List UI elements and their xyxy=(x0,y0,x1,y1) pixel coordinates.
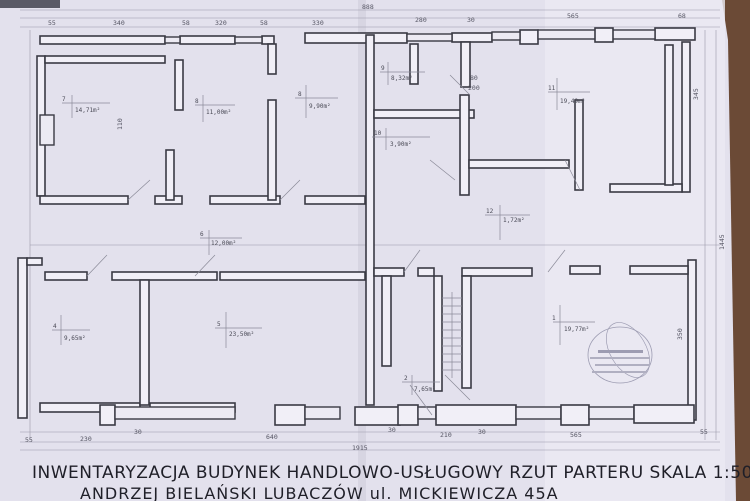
room-number: 1 xyxy=(552,315,556,322)
drawing-subtitle: ANDRZEJ BIELAŃSKI LUBACZÓW ul. MICKIEWIC… xyxy=(80,484,559,501)
dimension-label: 30 xyxy=(467,16,475,24)
dimension-label: 55 xyxy=(48,19,56,27)
dimension-lines xyxy=(20,9,720,451)
room-label: 9 8,32m² xyxy=(380,62,425,85)
room-label: 6 12,00m² xyxy=(200,230,242,255)
dimension-label: 230 xyxy=(80,435,92,443)
dimension-label: 640 xyxy=(266,433,278,441)
room-number: 8 xyxy=(195,98,199,105)
bottom-dimensions: 55 230 30 640 1915 30 210 30 565 55 xyxy=(25,426,708,452)
room-number: 12 xyxy=(486,208,494,215)
dimension-label: 200 xyxy=(468,84,480,92)
room-number: 11 xyxy=(548,85,556,92)
walls xyxy=(17,27,697,426)
dimension-label: 888 xyxy=(362,3,374,11)
dimension-label: 565 xyxy=(570,431,582,439)
room-area: 23,50m² xyxy=(229,331,254,338)
side-dimensions: 345 350 1445 110 80 200 xyxy=(116,74,726,340)
dimension-label: 1915 xyxy=(352,444,368,452)
room-number: 10 xyxy=(374,130,382,137)
paper-fold-panel xyxy=(545,0,725,501)
room-area: 9,90m² xyxy=(309,103,331,110)
room-number: 8 xyxy=(298,91,302,98)
top-dimensions: 55 340 58 320 58 330 888 280 30 565 68 xyxy=(48,3,686,27)
room-label: 7 14,71m² xyxy=(62,95,110,118)
room-number: 6 xyxy=(200,231,204,238)
dimension-label: 30 xyxy=(134,428,142,436)
room-area: 7,65m² xyxy=(414,386,436,393)
dimension-label: 30 xyxy=(388,426,396,434)
room-number: 5 xyxy=(217,321,221,328)
dimension-label: 345 xyxy=(692,88,700,100)
staircase xyxy=(442,292,462,378)
room-area: 1,72m² xyxy=(503,217,525,224)
room-labels: 7 14,71m² 8 11,00m² 8 9,90m² 9 8,32m² 10 3,90… xyxy=(52,62,595,395)
room-label: 5 23,50m² xyxy=(215,312,262,348)
dimension-label: 30 xyxy=(478,428,486,436)
dimension-label: 320 xyxy=(215,19,227,27)
room-label: 4 9,65m² xyxy=(52,315,90,345)
room-label: 12 1,72m² xyxy=(485,205,530,240)
room-number: 9 xyxy=(381,65,385,72)
dimension-label: 350 xyxy=(676,328,684,340)
dimension-label: 280 xyxy=(415,16,427,24)
room-label: 8 9,90m² xyxy=(295,85,338,118)
room-area: 11,00m² xyxy=(206,109,231,116)
room-area: 12,00m² xyxy=(211,240,236,247)
room-label: 10 3,90m² xyxy=(372,128,430,150)
room-number: 2 xyxy=(404,375,408,382)
room-label: 8 11,00m² xyxy=(195,95,235,122)
dimension-label: 55 xyxy=(700,428,708,436)
room-area: 19,77m² xyxy=(564,326,589,333)
dimension-label: 340 xyxy=(113,19,125,27)
approval-stamp xyxy=(587,322,653,384)
dimension-label: 58 xyxy=(260,19,268,27)
room-number: 7 xyxy=(62,96,66,103)
paper-shadow xyxy=(0,0,60,8)
drawing-title: INWENTARYZACJA BUDYNEK HANDLOWO-USŁUGOWY… xyxy=(32,463,750,483)
paper-crease xyxy=(358,0,366,501)
dimension-label: 68 xyxy=(678,12,686,20)
room-area: 14,71m² xyxy=(75,107,100,114)
dimension-label: 80 xyxy=(470,74,478,82)
dimension-label: 58 xyxy=(182,19,190,27)
dimension-label: 565 xyxy=(567,12,579,20)
room-area: 3,90m² xyxy=(390,141,412,148)
dimension-label: 55 xyxy=(25,436,33,444)
room-number: 4 xyxy=(53,323,57,330)
dimension-label: 330 xyxy=(312,19,324,27)
dimension-label: 1445 xyxy=(718,234,726,250)
room-area: 19,49m² xyxy=(560,98,585,105)
dimension-label: 210 xyxy=(440,431,452,439)
room-label: 2 7,65m² xyxy=(402,375,440,395)
room-label: 1 19,77m² xyxy=(552,305,595,345)
room-label: 11 19,49m² xyxy=(548,78,590,110)
room-area: 9,65m² xyxy=(64,335,86,342)
room-area: 8,32m² xyxy=(391,75,413,82)
dimension-label: 110 xyxy=(116,118,124,130)
